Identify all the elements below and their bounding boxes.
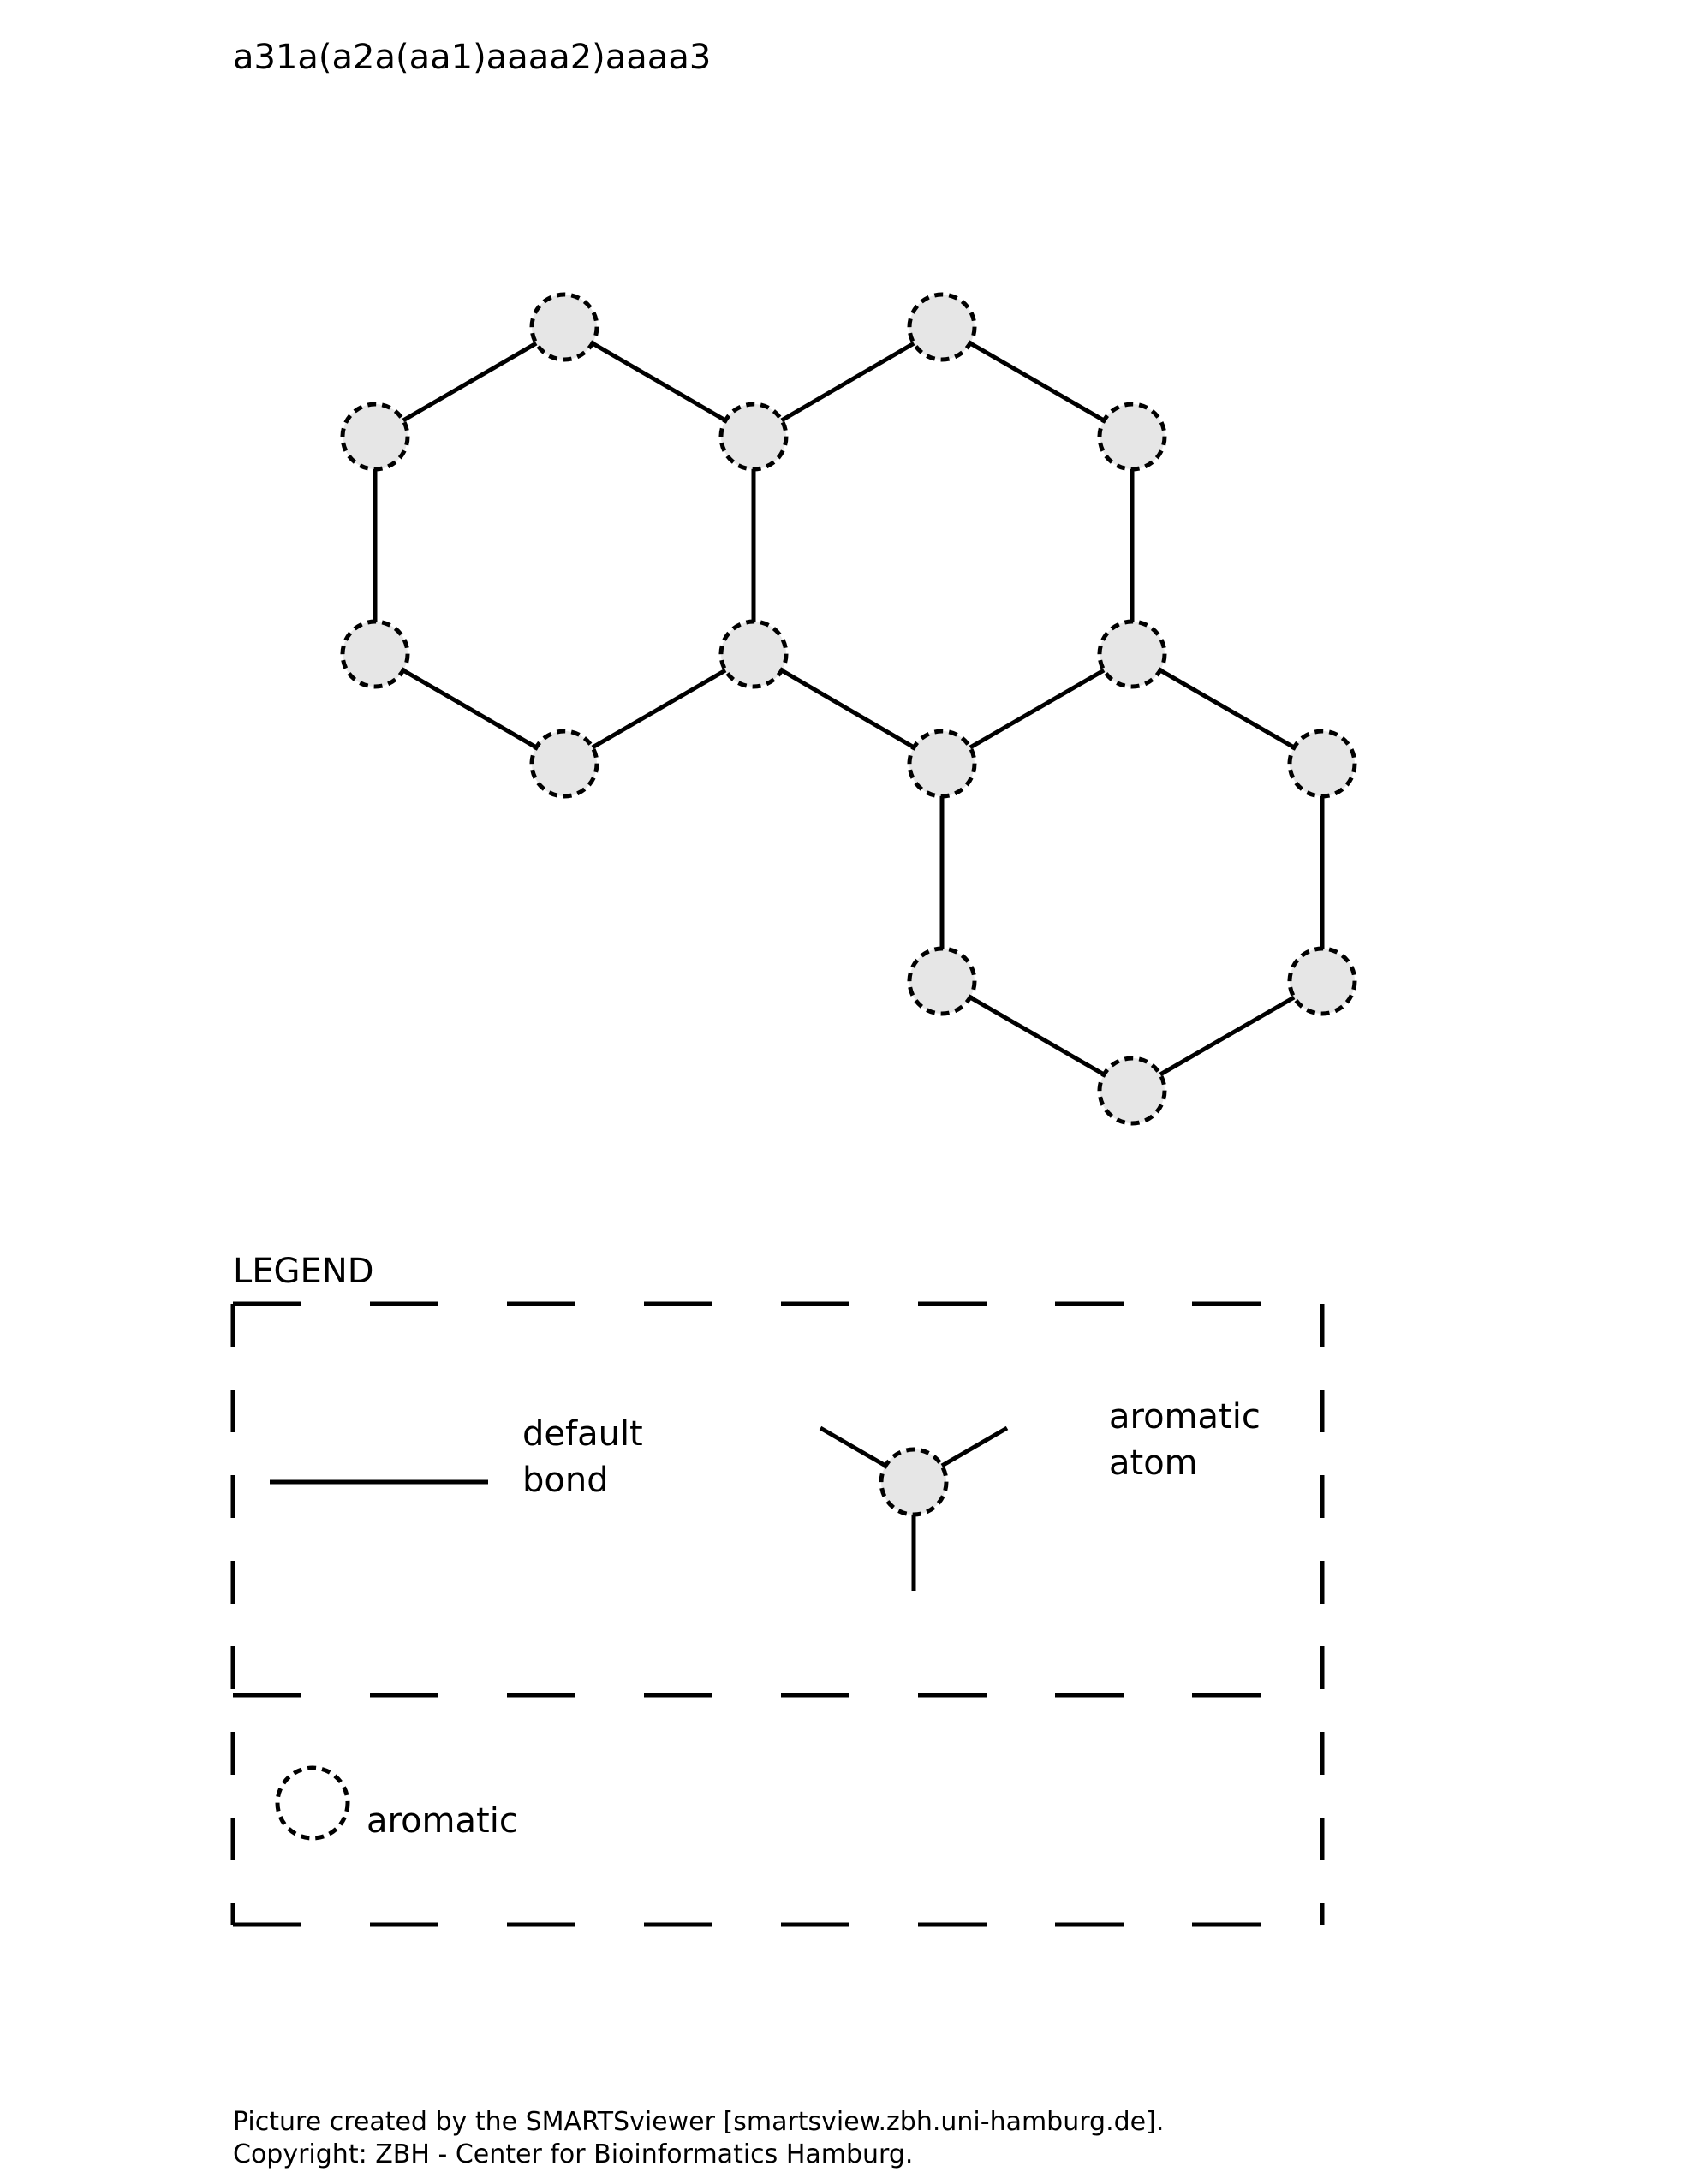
atom-4 <box>718 402 789 472</box>
legend-aromatic-circle <box>275 1765 350 1841</box>
bond-6-7 <box>373 652 566 766</box>
legend-aromatic-atom-label-line2: atom <box>1109 1443 1198 1483</box>
atom-3 <box>907 292 977 362</box>
smarts-pattern: a31a(a2a(aa1)aaaa2)aaaa3 <box>233 38 712 77</box>
atom-7 <box>340 619 410 689</box>
atom-2 <box>1097 402 1167 472</box>
legend-aromatic-atom-label: aromatic atom <box>1109 1394 1261 1486</box>
footer-copyright: Copyright: ZBH - Center for Bioinformati… <box>233 2139 914 2169</box>
atom-9 <box>529 292 599 362</box>
bond-13-1 <box>1130 652 1324 766</box>
legend-default-bond-label-line1: default <box>522 1414 643 1454</box>
bond-9-4 <box>563 324 755 439</box>
footer-credit: Picture created by the SMARTSviewer [sma… <box>233 2107 1165 2137</box>
bond-2-3 <box>940 324 1134 439</box>
bond-5-6 <box>563 652 755 766</box>
atom-8 <box>340 402 410 472</box>
legend-default-bond-label-line2: bond <box>522 1461 609 1500</box>
legend-aromatic-atom-circle <box>879 1447 949 1517</box>
atom-1 <box>1097 619 1167 689</box>
atom-6 <box>529 729 599 799</box>
bonds-layer <box>373 324 1325 1093</box>
footer: Picture created by the SMARTSviewer [sma… <box>233 2106 1164 2171</box>
legend-aromatic-label: aromatic <box>367 1801 518 1841</box>
bond-10-11 <box>940 979 1134 1093</box>
bond-0-1 <box>940 652 1134 766</box>
legend-aromatic-atom-label-line1: aromatic <box>1109 1397 1261 1437</box>
bond-11-12 <box>1130 979 1324 1093</box>
legend-title: LEGEND <box>233 1252 374 1291</box>
bond-8-9 <box>373 324 566 439</box>
atom-5 <box>718 619 789 689</box>
atom-0 <box>907 729 977 799</box>
legend-default-bond-label: default bond <box>522 1411 643 1503</box>
legend-frame <box>230 1301 1325 1927</box>
atom-12 <box>1287 946 1357 1016</box>
atoms-layer <box>340 292 1357 1126</box>
atom-11 <box>1097 1056 1167 1126</box>
bond-5-0 <box>752 652 944 766</box>
atom-10 <box>907 946 977 1016</box>
bond-3-4 <box>752 324 944 439</box>
legend-aromatic-atom-symbol <box>819 1425 1009 1591</box>
atom-13 <box>1287 729 1357 799</box>
